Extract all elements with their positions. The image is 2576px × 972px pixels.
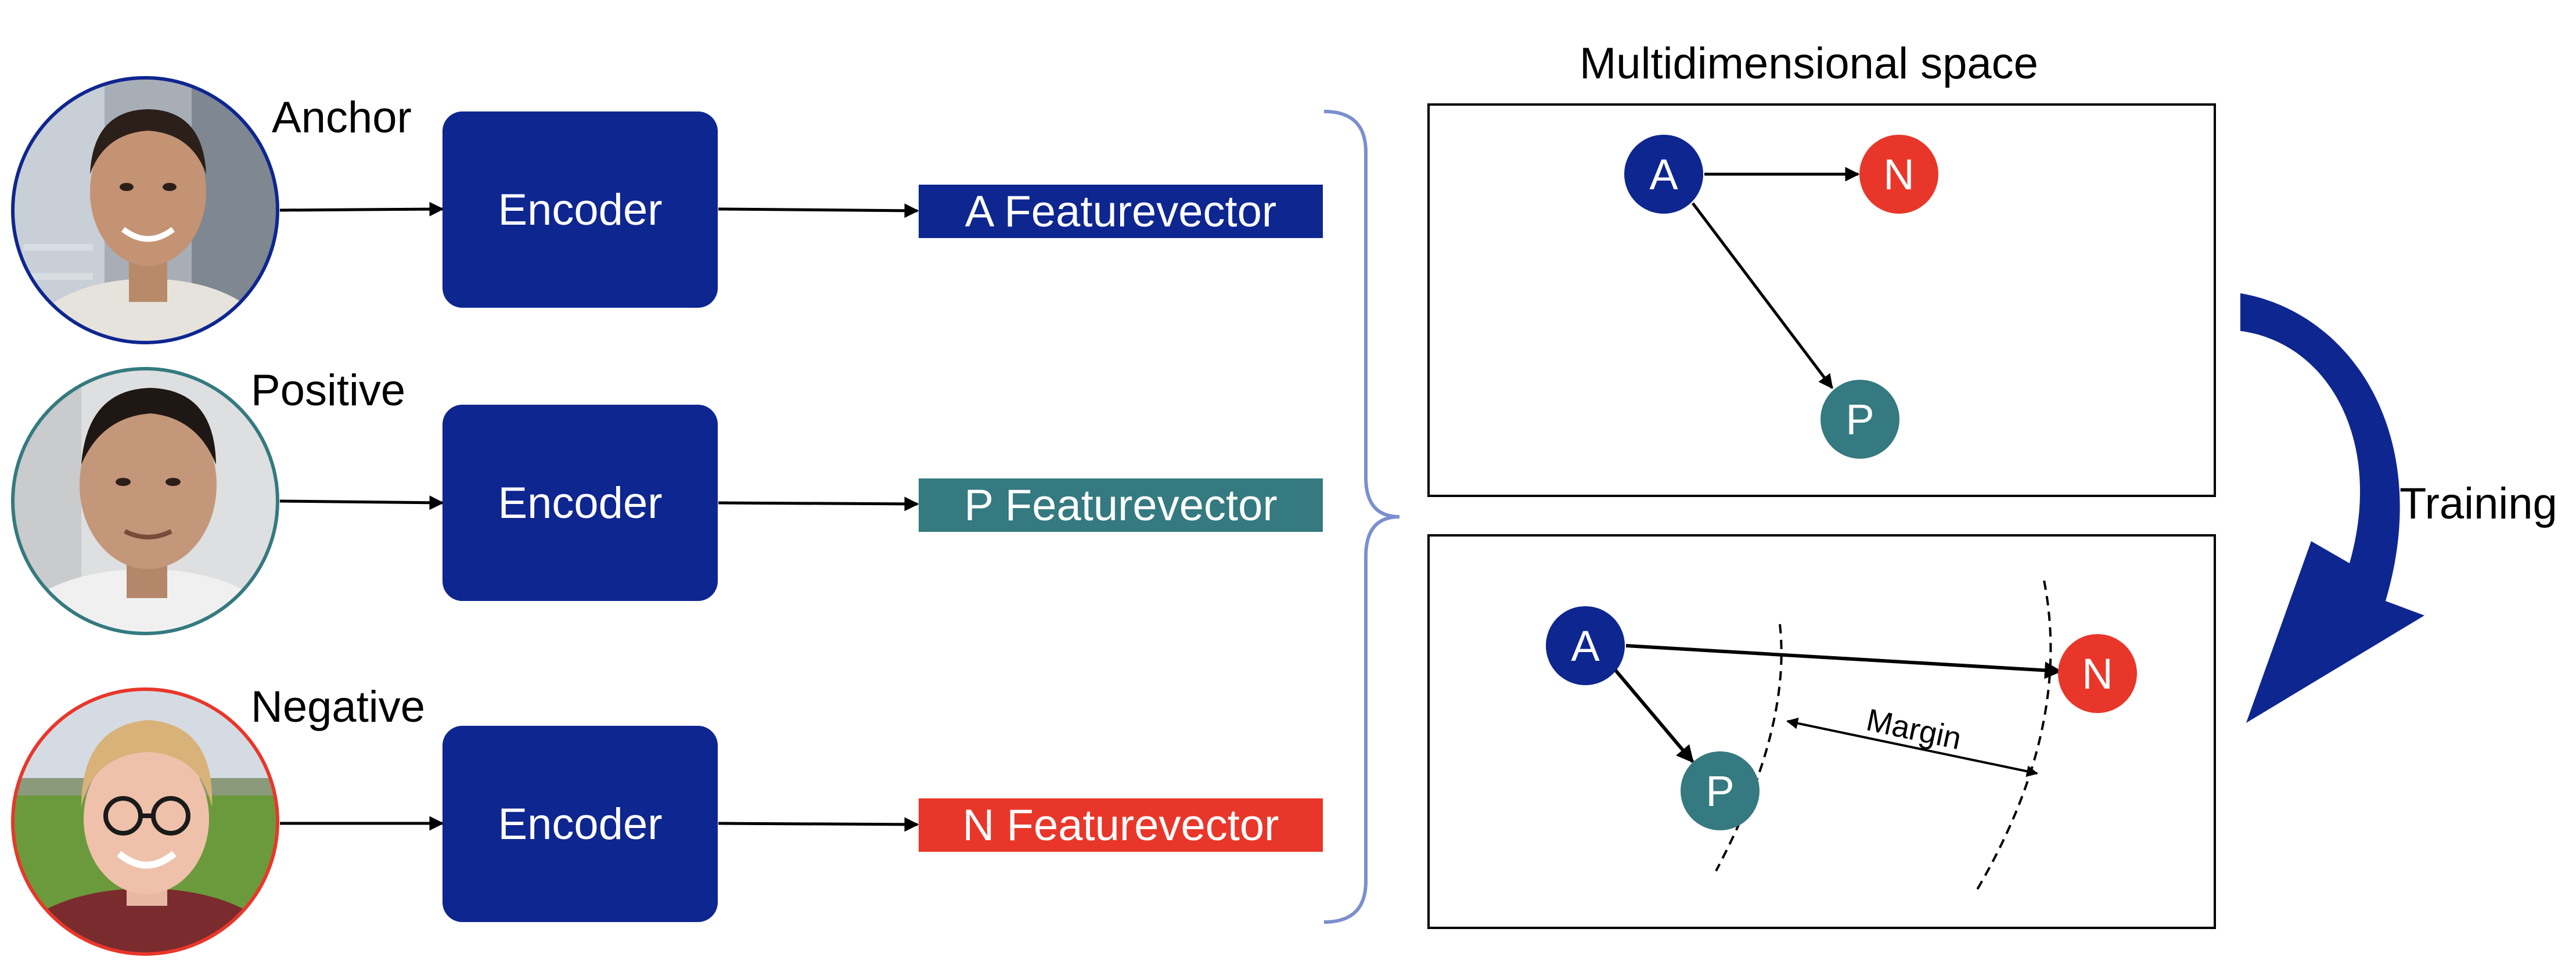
curly-brace xyxy=(1323,110,1400,924)
feature-vector-anchor: A Featurevector xyxy=(919,185,1323,238)
negative-portrait xyxy=(11,687,279,956)
feature-vector-negative: N Featurevector xyxy=(919,798,1323,852)
training-label: Training xyxy=(2399,479,2557,528)
label-positive: Positive xyxy=(251,366,406,415)
arrow-positive-encoder-to-feature xyxy=(718,496,919,512)
node-before-negative-label: N xyxy=(1883,150,1915,199)
label-anchor: Anchor xyxy=(272,93,412,142)
arrow-anchor-to-encoder xyxy=(279,201,444,217)
node-after-anchor xyxy=(1546,606,1625,685)
edge-before-a-to-p xyxy=(1692,202,1833,389)
node-before-positive xyxy=(1821,380,1899,459)
node-after-positive-label: P xyxy=(1706,766,1735,815)
node-after-positive xyxy=(1681,751,1760,830)
space-box-before xyxy=(1427,103,2216,497)
arrow-negative-encoder-to-feature xyxy=(718,817,919,832)
margin-arrow xyxy=(1786,717,2038,777)
node-before-positive-label: P xyxy=(1845,395,1875,444)
anchor-portrait xyxy=(11,76,279,344)
label-negative: Negative xyxy=(251,682,425,732)
margin-boundary-positive xyxy=(1715,624,1783,872)
node-before-anchor-label: A xyxy=(1649,150,1678,199)
edge-after-a-to-p xyxy=(1613,668,1694,764)
encoder-negative: Encoder xyxy=(442,726,718,922)
arrow-anchor-encoder-to-feature xyxy=(718,203,919,218)
encoder-positive: Encoder xyxy=(442,405,718,601)
feature-vector-positive: P Featurevector xyxy=(919,478,1323,532)
arrow-positive-to-encoder xyxy=(279,495,444,510)
edge-after-a-to-n xyxy=(1625,644,2062,679)
positive-portrait xyxy=(11,367,279,635)
training-arrow xyxy=(2240,293,2424,723)
node-before-anchor xyxy=(1624,135,1703,214)
space-box-after xyxy=(1427,534,2216,929)
node-after-negative xyxy=(2058,634,2137,713)
node-before-negative xyxy=(1859,135,1938,214)
node-after-anchor-label: A xyxy=(1571,621,1600,670)
node-after-negative-label: N xyxy=(2082,649,2113,698)
space-title: Multidimensional space xyxy=(1580,39,2038,88)
encoder-anchor: Encoder xyxy=(442,111,718,308)
